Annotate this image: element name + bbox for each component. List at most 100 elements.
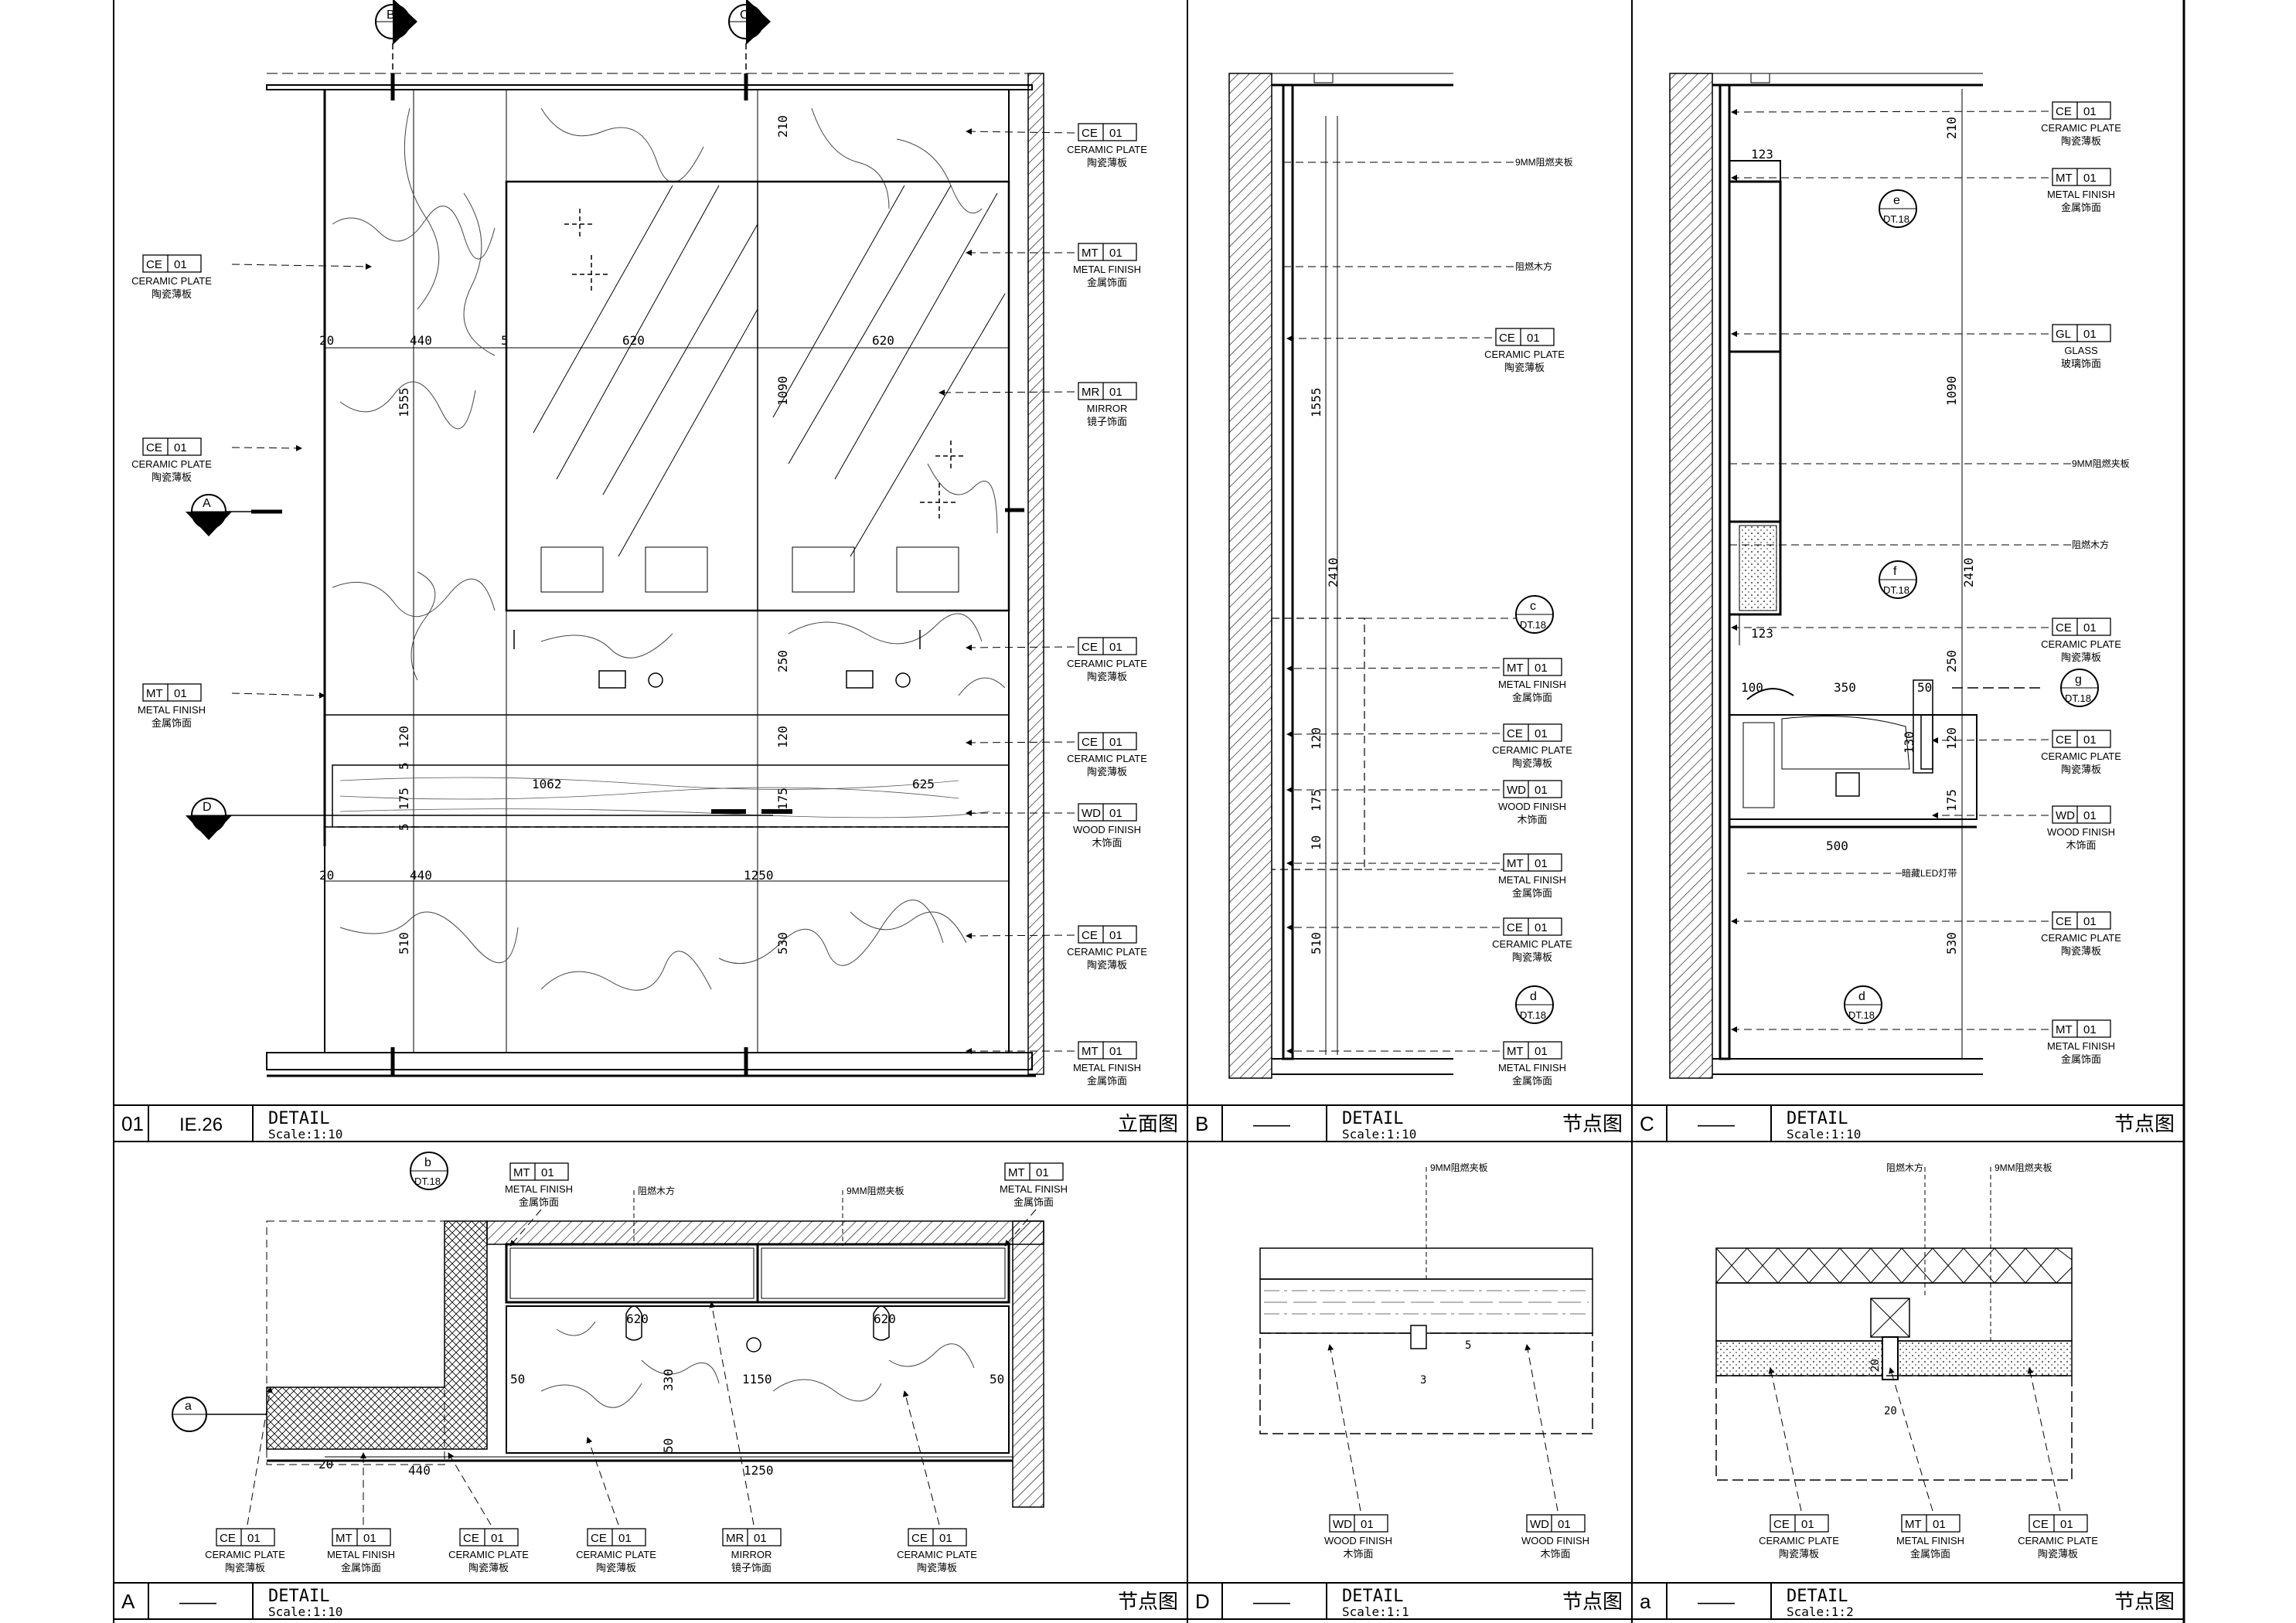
tag-code: GL (2056, 328, 2071, 341)
tag-code: CE (1082, 929, 1098, 942)
tag-chinese: 陶瓷薄板 (2061, 764, 2101, 775)
tag-chinese: 金属饰面 (1087, 277, 1127, 288)
note-plywood-a: 9MM阻燃夹板 (1995, 1162, 2052, 1173)
planA-dimensions: 50 330 1150 50 50 20 440 1250 620 620 (319, 1312, 1004, 1478)
tag-code: CE (146, 258, 162, 271)
tag-english: CERAMIC PLATE (205, 1549, 285, 1560)
tag-chinese: 陶瓷薄板 (2061, 945, 2101, 957)
tag-code: WD (1530, 1518, 1549, 1531)
tag-english: CERAMIC PLATE (131, 275, 212, 287)
title-sheet: —— (1253, 1114, 1290, 1135)
faucet-fixtures (513, 630, 921, 689)
svg-text:5: 5 (397, 762, 411, 770)
tag-number: 01 (2083, 1023, 2097, 1036)
tag-english: CERAMIC PLATE (2041, 122, 2121, 134)
tag-number: 01 (1109, 127, 1122, 140)
tag-number: 01 (1527, 332, 1540, 345)
svg-text:DT.18: DT.18 (414, 1176, 441, 1187)
tag-number: 01 (1535, 1045, 1548, 1058)
title-id: A (121, 1590, 135, 1613)
tag-english: MIRROR (1087, 403, 1128, 414)
svg-text:1090: 1090 (1944, 376, 1959, 406)
tag-number: 01 (754, 1532, 767, 1545)
tag-code: WD (2056, 809, 2075, 822)
tag-chinese: 金属饰面 (1087, 1075, 1127, 1087)
title-name: DETAIL (1787, 1109, 1848, 1128)
detail-bubble-f: f DT.18 (1879, 560, 1917, 599)
tag-code: MT (146, 687, 163, 700)
tag-code: MR (1082, 386, 1099, 399)
tag-code: MT (1082, 1045, 1099, 1058)
note-plywood-D: 9MM阻燃夹板 (1430, 1162, 1488, 1173)
tag-number: 01 (618, 1532, 632, 1545)
title-sheet: IE.26 (179, 1114, 223, 1135)
title-type: 节点图 (1562, 1112, 1623, 1135)
note-plywood-A: 9MM阻燃夹板 (847, 1185, 904, 1196)
svg-text:5: 5 (397, 823, 411, 831)
detail-D-panel: 5 3 9MM阻燃夹板 (1259, 1162, 1593, 1434)
tag-english: CERAMIC PLATE (2018, 1535, 2098, 1546)
tag-number: 01 (939, 1532, 952, 1545)
tag-code: CE (2056, 915, 2072, 928)
tag-chinese: 陶瓷薄板 (1504, 362, 1545, 373)
plan-A-panel: 50 330 1150 50 50 20 440 1250 620 620 b … (172, 1152, 1044, 1508)
tag-number: 01 (2083, 809, 2097, 822)
tag-chinese: 金属饰面 (341, 1562, 381, 1574)
planA-wall-hatch (486, 1220, 1044, 1245)
svg-text:20: 20 (319, 333, 334, 348)
svg-text:440: 440 (410, 868, 432, 883)
tag-number: 01 (1535, 921, 1548, 934)
svg-text:130: 130 (1902, 731, 1916, 754)
svg-text:20: 20 (1884, 1405, 1897, 1417)
sectionC-dimensions: 210 123 1090 2410 123 100 350 250 50 130… (1741, 117, 1976, 954)
svg-text:120: 120 (1309, 727, 1323, 750)
tag-english: METAL FINISH (1073, 1062, 1141, 1073)
sectionC-wall-hatch (1669, 73, 1713, 1079)
note-woodkeel-B: 阻燃木方 (1515, 260, 1552, 272)
svg-text:620: 620 (872, 333, 894, 348)
elevation-wall-hatch (1027, 73, 1044, 1075)
title-scale: Scale:1:10 (1787, 1127, 1861, 1142)
tag-chinese: 木饰面 (1343, 1548, 1373, 1560)
tag-chinese: 金属饰面 (1512, 1075, 1552, 1087)
note-woodkeel-C: 阻燃木方 (2072, 539, 2109, 550)
tag-chinese: 镜子饰面 (1087, 416, 1127, 427)
tag-english: CERAMIC PLATE (448, 1549, 529, 1560)
svg-text:620: 620 (874, 1312, 896, 1326)
section-marker-B: B (375, 0, 417, 100)
tag-code: CE (2056, 621, 2072, 635)
title-sheet: —— (1253, 1592, 1290, 1613)
tag-chinese: 陶瓷薄板 (152, 471, 192, 483)
tag-chinese: 玻璃饰面 (2061, 358, 2101, 369)
tag-chinese: 金属饰面 (2061, 202, 2101, 213)
sectionB-wall-hatch (1228, 73, 1272, 1079)
tag-english: CERAMIC PLATE (576, 1549, 656, 1560)
detail-bubble-d-B: d DT.18 (1515, 985, 1554, 1024)
title-scale: Scale:1:10 (268, 1604, 342, 1619)
svg-text:50: 50 (1917, 680, 1932, 695)
tag-number: 01 (174, 441, 187, 454)
tag-number: 01 (1933, 1518, 1946, 1531)
svg-text:3: 3 (1420, 1374, 1426, 1387)
detail-bubble-g: g DT.18 (2060, 669, 2099, 707)
svg-text:50: 50 (510, 1372, 525, 1387)
tag-number: 01 (174, 687, 187, 700)
tag-code: MT (1507, 1045, 1524, 1058)
svg-text:50: 50 (661, 1438, 676, 1453)
